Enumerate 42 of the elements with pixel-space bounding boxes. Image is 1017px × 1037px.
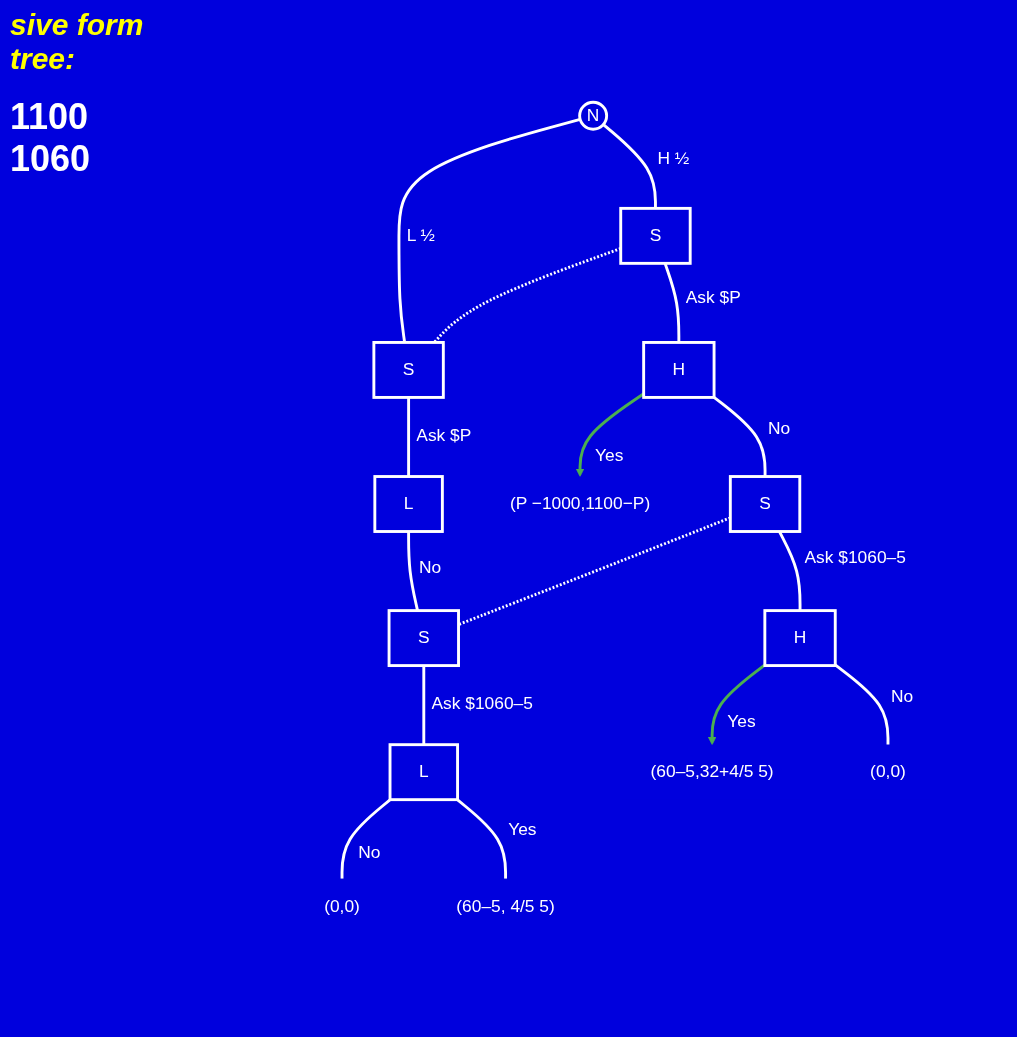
node-circle: N [578,100,609,131]
edge-label: Ask $1060–5 [804,547,906,567]
edge-label: Ask $P [685,287,741,308]
connector [340,798,392,879]
connector [456,798,507,879]
edge-label: Yes [595,445,624,465]
connector [834,663,890,745]
connector [713,396,767,477]
title: sive form tree: [10,8,145,76]
connector [458,516,731,626]
node-box: S [372,341,445,399]
node-box: H [763,609,837,668]
edge-label: L ½ [406,225,436,246]
edge-label: Ask $1060–5 [431,694,533,714]
edge-label: No [418,557,442,578]
arrow [707,663,766,746]
value-label: 1060 [10,138,91,180]
node-text: (P −1000,1100−P) [509,493,651,514]
node-box: L [388,743,459,802]
connector [602,123,657,209]
edge-label: No [358,842,381,863]
edge-label: Yes [727,711,756,731]
node-box: L [373,475,444,533]
edge-label: H ½ [657,148,690,168]
node-text: (0,0) [324,896,360,916]
node-text: (60–5,32+4/5 5) [650,762,774,782]
edge-label: Yes [508,819,537,839]
node-box: S [387,609,460,668]
node-text: (0,0) [870,762,906,782]
connector [397,117,581,343]
connector [407,397,411,477]
edge-label: No [767,418,791,438]
connector [422,665,426,745]
node-box: H [642,341,716,399]
edge-label: No [890,686,914,706]
node-text: (60–5, 4/5 5) [456,896,555,916]
edge-label: Ask $P [416,425,472,446]
arrow [575,392,645,477]
node-box: S [728,475,802,533]
connector [407,531,419,611]
value-label: 1100 [10,96,89,138]
node-box: S [619,206,692,265]
